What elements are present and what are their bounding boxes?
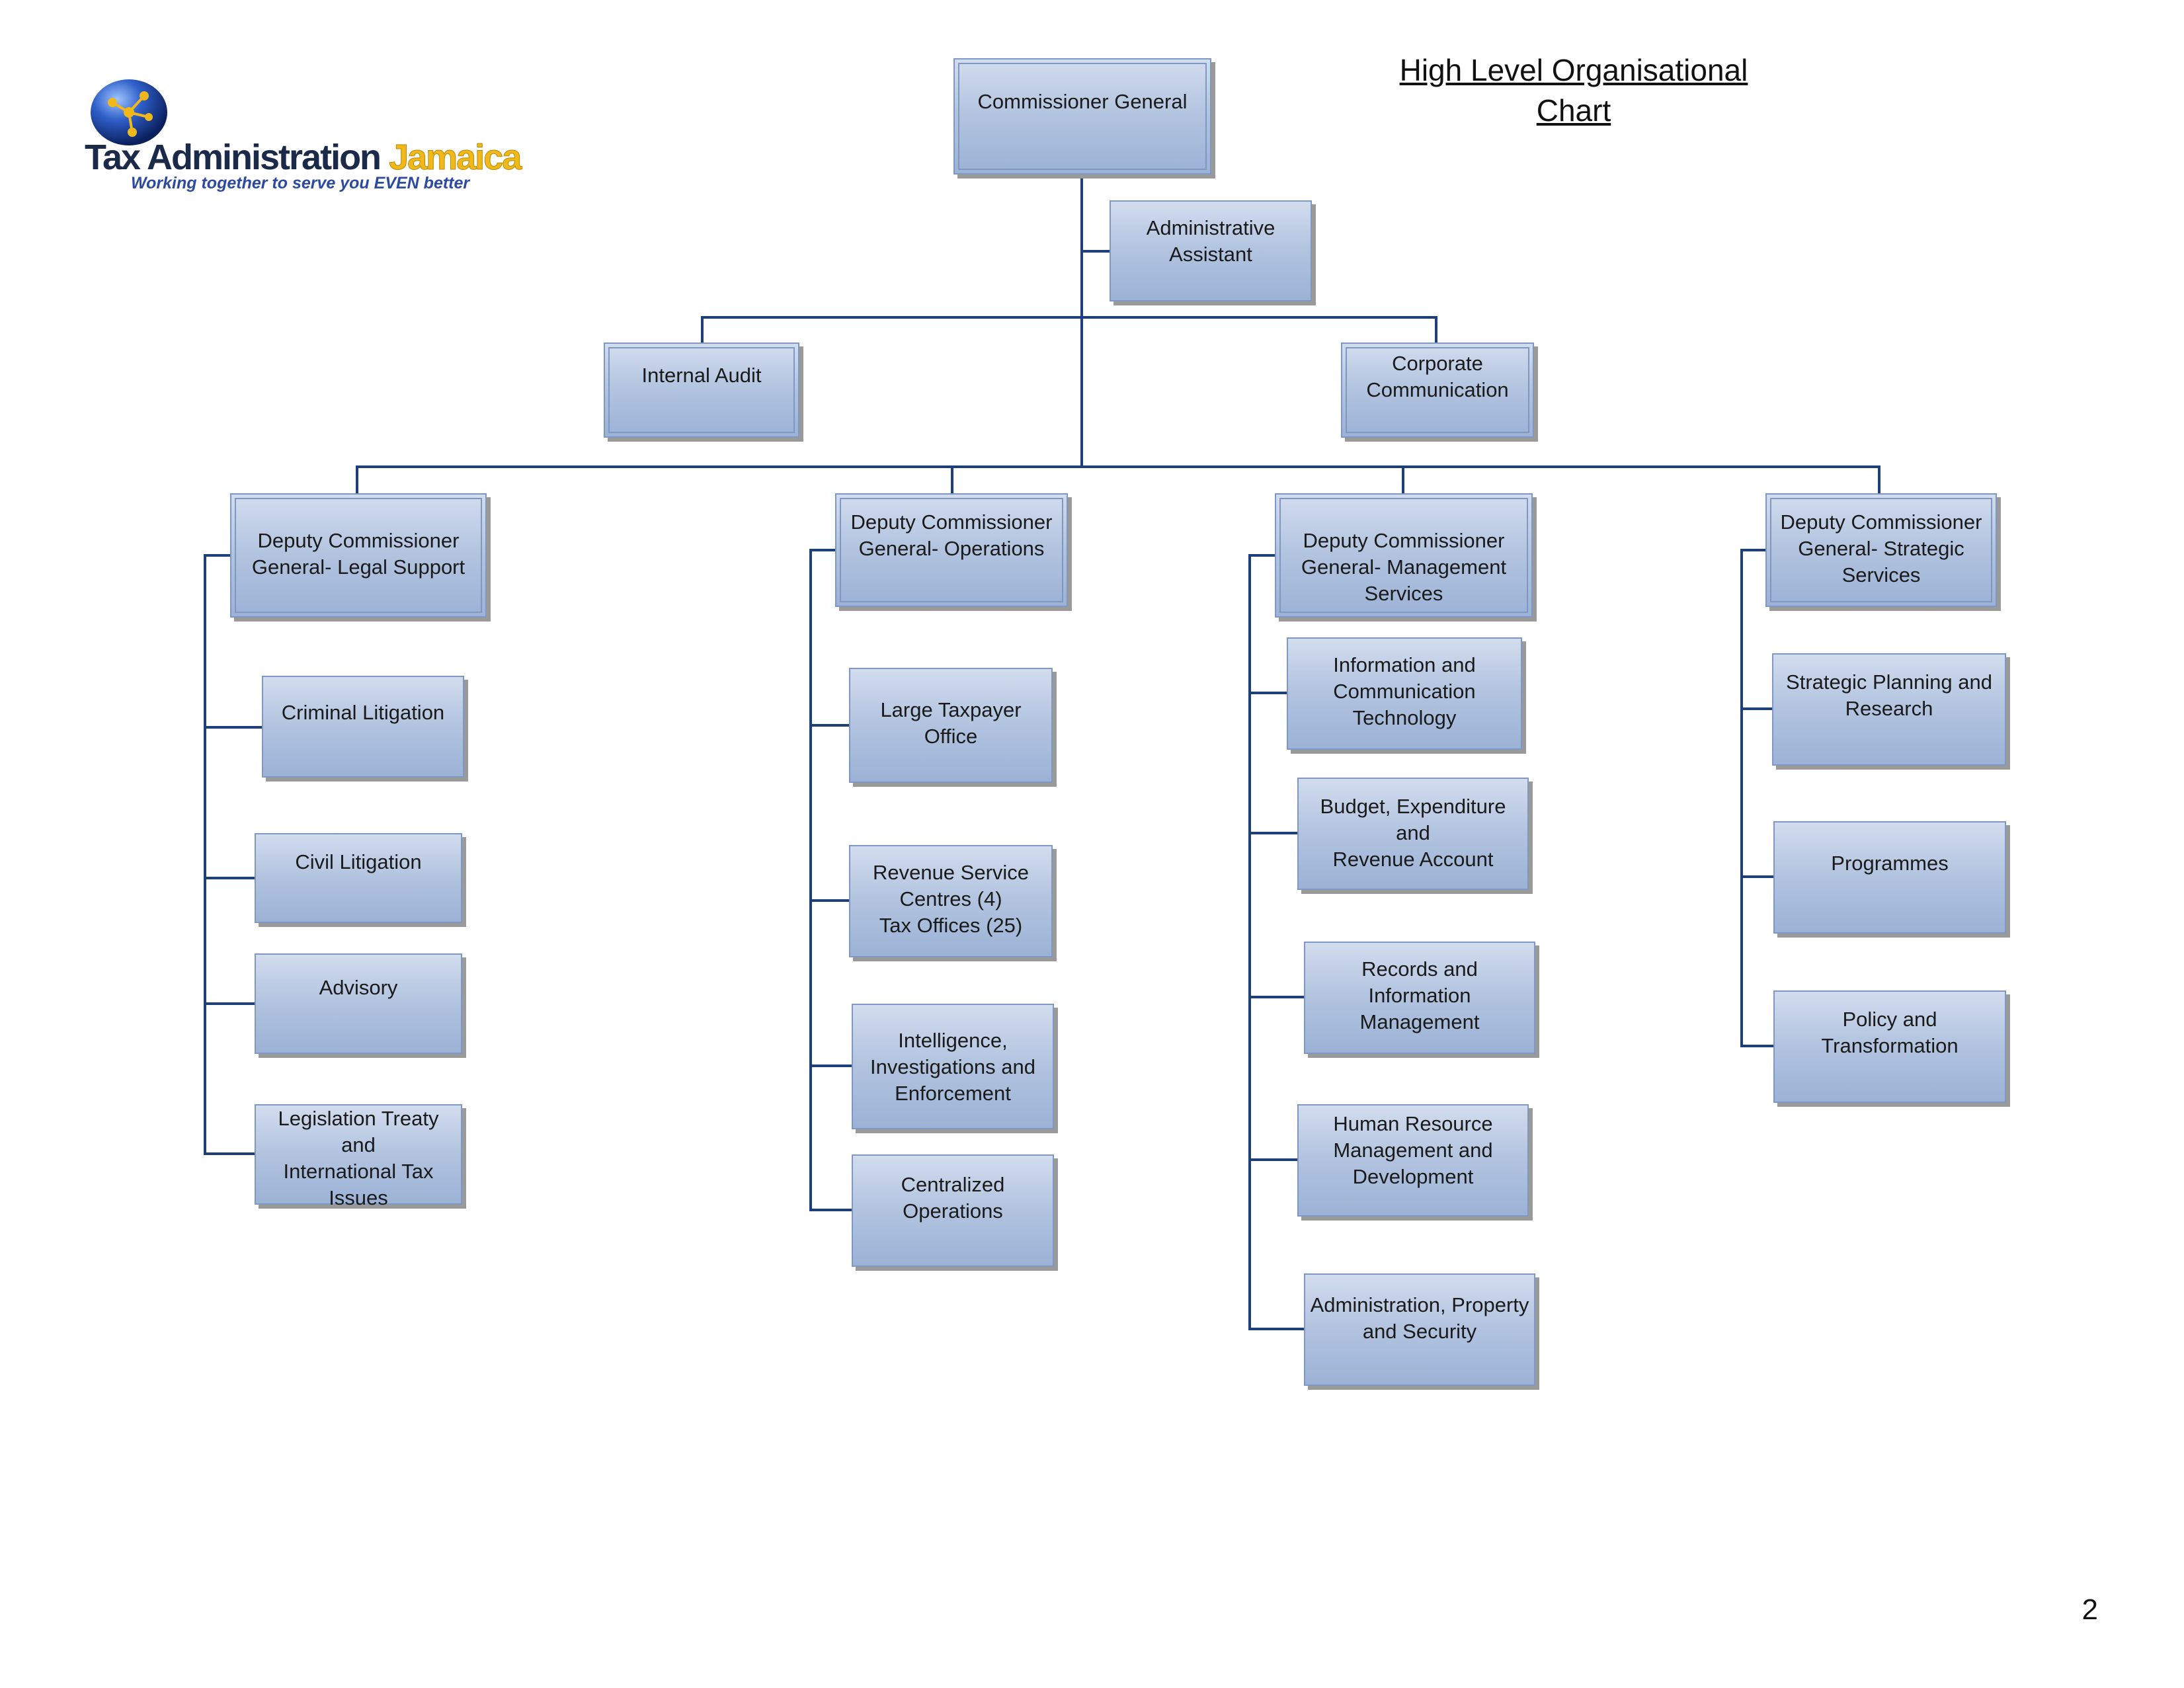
node-civil-litigation: Civil Litigation <box>255 833 462 923</box>
node-dcg-legal-support: Deputy Commissioner General- Legal Suppo… <box>230 493 487 618</box>
globe-icon <box>91 79 167 145</box>
page-number: 2 <box>2082 1593 2098 1626</box>
node-centralized-operations: Centralized Operations <box>852 1154 1054 1267</box>
node-corporate-communication: Corporate Communication <box>1341 342 1534 438</box>
logo-name-part2: Jamaica <box>389 138 522 178</box>
node-administrative-assistant: Administrative Assistant <box>1110 200 1312 301</box>
node-administration-property-security: Administration, Property and Security <box>1304 1273 1535 1386</box>
node-dcg-operations: Deputy Commissioner General- Operations <box>835 493 1068 607</box>
node-intelligence-investigations: Intelligence, Investigations and Enforce… <box>852 1004 1054 1129</box>
node-large-taxpayer-office: Large Taxpayer Office <box>849 668 1053 783</box>
tax-administration-jamaica-logo: Tax Administration Jamaica Working toget… <box>79 76 522 198</box>
node-advisory: Advisory <box>255 953 462 1054</box>
node-commissioner-general: Commissioner General <box>953 58 1211 175</box>
node-programmes: Programmes <box>1773 821 2006 934</box>
node-internal-audit: Internal Audit <box>604 342 799 438</box>
node-dcg-management-services: Deputy Commissioner General- Management … <box>1275 493 1533 618</box>
logo-name-part1: Tax Administration <box>85 138 382 177</box>
logo-name: Tax Administration Jamaica <box>85 137 522 178</box>
logo-tagline: Working together to serve you EVEN bette… <box>131 174 470 192</box>
node-policy-transformation: Policy and Transformation <box>1773 990 2006 1103</box>
node-budget-expenditure: Budget, Expenditure and Revenue Account <box>1297 778 1529 890</box>
node-strategic-planning-research: Strategic Planning and Research <box>1772 653 2006 766</box>
node-legislation-treaty: Legislation Treaty and International Tax… <box>255 1104 462 1209</box>
chart-title: High Level Organisational Chart <box>1399 53 1748 128</box>
node-information-communication-technology: Information and Communication Technology <box>1287 637 1522 750</box>
node-revenue-service-centres: Revenue Service Centres (4) Tax Offices … <box>849 845 1053 957</box>
node-dcg-strategic-services: Deputy Commissioner General- Strategic S… <box>1765 493 1997 607</box>
node-human-resource: Human Resource Management and Developmen… <box>1297 1104 1529 1217</box>
node-criminal-litigation: Criminal Litigation <box>262 676 464 778</box>
node-records-information-management: Records and Information Management <box>1304 942 1535 1054</box>
